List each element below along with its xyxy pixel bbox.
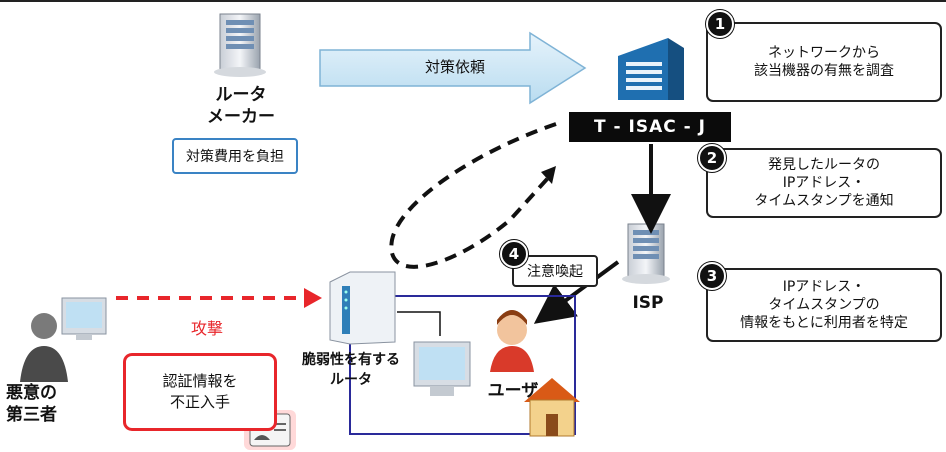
step1-number: 1 bbox=[706, 10, 734, 38]
attacker-line1: 悪意の bbox=[6, 383, 57, 403]
request-label: 対策依頼 bbox=[424, 58, 485, 76]
top-rule bbox=[0, 0, 946, 2]
step3-line3: 情報をもとに利用者を特定 bbox=[740, 315, 908, 331]
step1-line2: 該当機器の有無を調査 bbox=[754, 63, 894, 79]
tisac-label: T - ISAC - J bbox=[569, 112, 731, 142]
user-pc-icon bbox=[413, 341, 471, 396]
step3-number: 3 bbox=[698, 262, 726, 290]
home-frame bbox=[349, 295, 576, 435]
maker-server-icon bbox=[214, 13, 266, 77]
maker-label: ルータ メーカー bbox=[198, 84, 284, 128]
router-line1: 脆弱性を有する bbox=[302, 352, 400, 368]
arrow-isp-to-user bbox=[533, 260, 620, 324]
step2-callout: 発見したルータの IPアドレス・ タイムスタンプを通知 bbox=[706, 148, 942, 218]
step2-line1: 発見したルータの bbox=[768, 157, 880, 173]
request-arrow bbox=[319, 31, 587, 105]
attacker-label: 悪意の 第三者 bbox=[6, 382, 74, 426]
attacker-line2: 第三者 bbox=[6, 405, 57, 425]
step4-number: 4 bbox=[500, 240, 528, 268]
router-line2: ルータ bbox=[330, 372, 372, 388]
step3-callout: IPアドレス・ タイムスタンプの 情報をもとに利用者を特定 bbox=[706, 268, 942, 342]
attack-label: 攻撃 bbox=[191, 319, 224, 338]
step2-number: 2 bbox=[698, 144, 726, 172]
credential-line1: 認証情報を bbox=[162, 372, 238, 390]
step1-line1: ネットワークから bbox=[768, 45, 880, 61]
step2-line3: タイムスタンプを通知 bbox=[754, 193, 894, 209]
house-icon bbox=[524, 378, 580, 437]
router-device-icon bbox=[329, 271, 396, 345]
router-label: 脆弱性を有する ルータ bbox=[292, 350, 410, 390]
cost-box: 対策費用を負担 bbox=[172, 138, 298, 174]
maker-label-line2: メーカー bbox=[207, 107, 275, 127]
step1-callout: ネットワークから 該当機器の有無を調査 bbox=[706, 22, 942, 102]
step3-line1: IPアドレス・ bbox=[782, 279, 866, 295]
user-label: ユーザ bbox=[487, 381, 539, 401]
credential-line2: 不正入手 bbox=[169, 393, 230, 411]
attacker-pc-icon bbox=[61, 297, 107, 340]
maker-label-line1: ルータ bbox=[215, 85, 267, 105]
attacker-person-icon bbox=[20, 313, 68, 382]
user-person-icon bbox=[490, 310, 534, 372]
dashed-loop-arrow bbox=[389, 122, 557, 269]
isp-label: ISP bbox=[632, 293, 664, 313]
tisac-building-icon bbox=[618, 38, 684, 100]
isp-server-icon bbox=[622, 223, 670, 284]
router-cable bbox=[397, 311, 441, 336]
credential-box: 認証情報を 不正入手 bbox=[123, 353, 277, 431]
step2-line2: IPアドレス・ bbox=[782, 175, 866, 191]
step3-line2: タイムスタンプの bbox=[768, 297, 880, 313]
